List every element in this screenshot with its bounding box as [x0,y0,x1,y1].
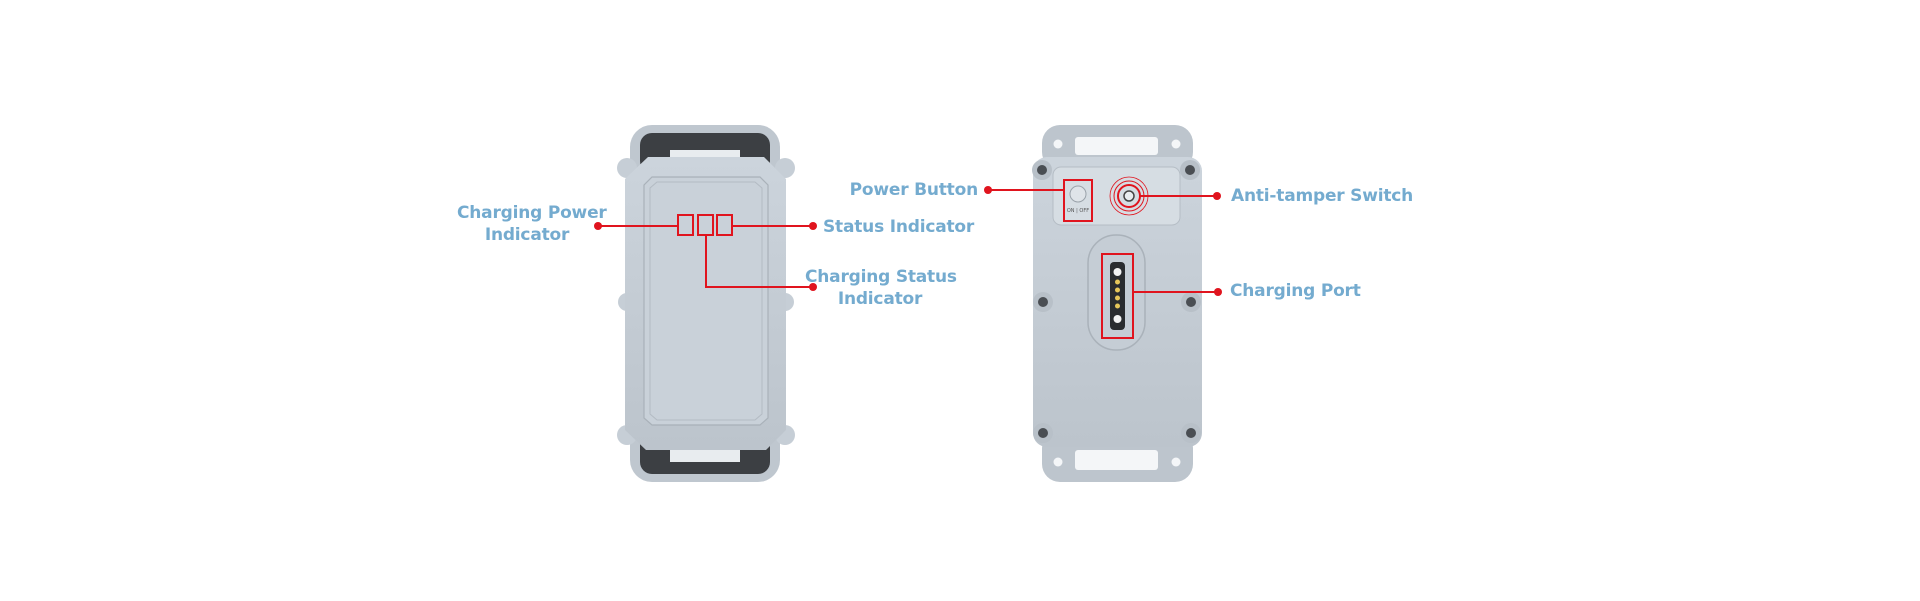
power-button-box [1063,179,1093,222]
charging-power-indicator-label: Charging Power Indicator [457,202,607,246]
callout-dot [1213,192,1221,200]
front-device [617,125,795,482]
power-button [1069,185,1087,203]
callout-dot [809,283,817,291]
callouts [598,176,1218,339]
power-button-text: ON | OFF [1067,208,1089,214]
back-device: ON | OFF [1032,125,1202,482]
charging-status-indicator-label: Charging Status Indicator [805,266,957,310]
callout-dot [594,222,602,230]
anti-tamper-switch-label: Anti-tamper Switch [1231,186,1414,206]
label-line: Indicator [837,289,923,309]
label-line: Charging Power [457,203,607,223]
label-line: Indicator [484,225,570,245]
power-button-label: Power Button [849,180,979,200]
status-indicator-label: Status Indicator [823,217,975,237]
label-line: Charging Status [805,267,957,287]
callout-dot [809,222,817,230]
callout-dot [1214,288,1222,296]
charging-port-label: Charging Port [1230,281,1361,301]
anti-tamper-switch [1123,190,1135,202]
callout-dot [984,186,992,194]
charging-port-box [1101,253,1134,339]
